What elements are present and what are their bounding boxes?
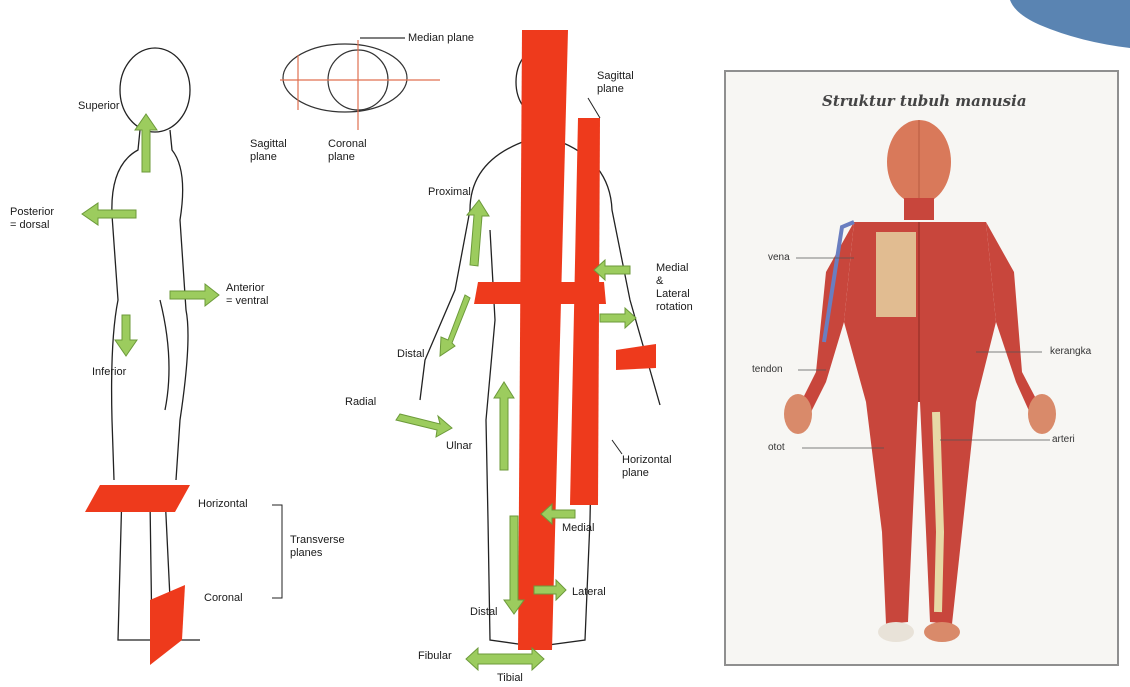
arrow-fibular-tibial [466,648,544,670]
arrow-distal-arm [440,295,470,356]
label-distal-arm: Distal [397,348,425,361]
label-fibular: Fibular [418,650,452,663]
arrow-radial-ulnar [396,414,452,437]
corner-watermark [1010,0,1130,48]
label-inferior: Inferior [92,366,126,379]
poster-body-illustration [726,72,1117,664]
label-distal-leg: Distal [470,606,498,619]
label-ulnar: Ulnar [446,440,472,453]
poster-label-kerangka: kerangka [1050,346,1091,357]
label-radial: Radial [345,396,376,409]
hand-plane [616,344,656,370]
direction-arrows-side [82,114,219,356]
poster-left-hand [784,394,812,434]
label-medial-lateral-rotation: Medial & Lateral rotation [656,262,693,314]
sagittal-plane-sheet [570,118,600,505]
label-posterior: Posterior = dorsal [10,206,54,232]
label-median-plane: Median plane [408,32,474,45]
label-horizontal-plane: Horizontal plane [622,454,672,480]
label-tibial: Tibial [497,672,523,685]
label-horizontal: Horizontal [198,498,248,511]
horizontal-plane-sheet [474,282,606,304]
label-anterior: Anterior = ventral [226,282,269,308]
label-transverse-planes: Transverse planes [290,534,345,560]
label-brain-coronal-plane: Coronal plane [328,138,367,164]
poster-right-hand [1028,394,1056,434]
poster-label-vena: vena [768,252,790,263]
label-medial: Medial [562,522,594,535]
arrow-inferior [115,315,137,356]
arrow-leg-up [494,382,514,470]
label-proximal: Proximal [428,186,471,199]
label-sagittal-plane: Sagittal plane [597,70,634,96]
arrow-medial-rotation [594,260,630,280]
poster-label-arteri: arteri [1052,434,1075,445]
coronal-plane [150,585,185,665]
poster-torso [844,222,996,402]
poster-left-foot [878,622,914,642]
poster-label-tendon: tendon [752,364,783,375]
label-coronal: Coronal [204,592,243,605]
poster-right-leg [920,402,976,624]
label-lateral: Lateral [572,586,606,599]
poster-left-leg [866,402,918,624]
transverse-bracket [272,505,282,598]
poster-label-otot: otot [768,442,785,453]
arrow-anterior [170,284,219,306]
anatomy-poster: Struktur tubuh manusia vena [724,70,1119,666]
brain-inset-drawing [280,38,440,130]
direction-arrows-front [396,200,636,670]
arrow-posterior [82,203,136,225]
horizontal-plane [85,485,190,512]
label-superior: Superior [78,100,120,113]
label-brain-sagittal-plane: Sagittal plane [250,138,287,164]
poster-right-foot [924,622,960,642]
median-plane-sheet [518,30,568,650]
arrow-lateral-rotation [600,308,636,328]
